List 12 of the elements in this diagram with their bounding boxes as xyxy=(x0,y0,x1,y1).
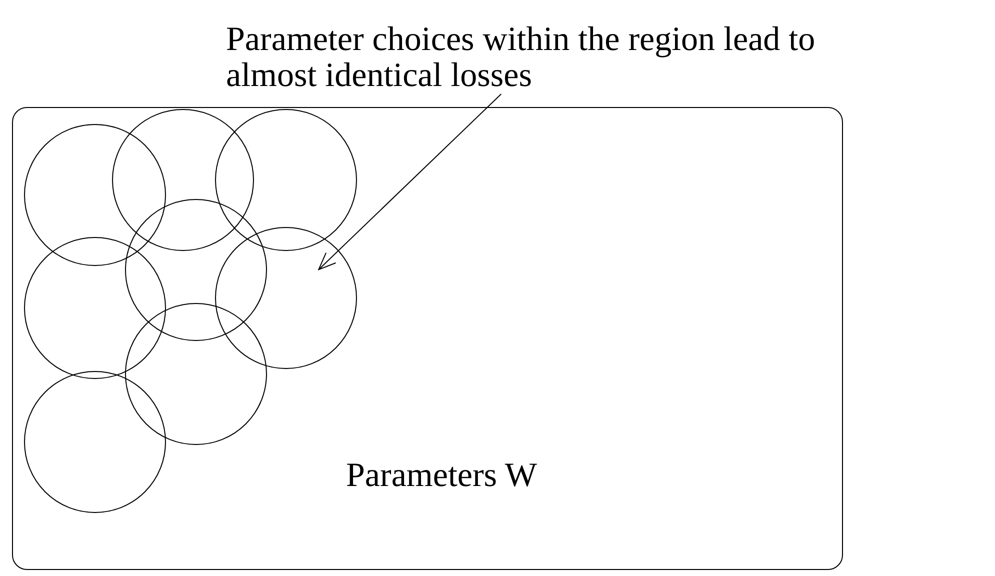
region-circle xyxy=(112,109,254,251)
region-circle xyxy=(125,303,267,445)
region-circle xyxy=(24,237,166,379)
region-circle xyxy=(215,109,357,251)
region-circle xyxy=(125,199,267,341)
region-circle xyxy=(24,371,166,513)
leader-arrow xyxy=(318,94,502,270)
callout-text: Parameter choices within the region lead to almost identical losses xyxy=(226,22,816,94)
region-circle xyxy=(24,124,166,266)
region-circle xyxy=(215,227,357,369)
parameter-space-box xyxy=(12,107,843,570)
space-label: Parameters W xyxy=(346,458,538,494)
